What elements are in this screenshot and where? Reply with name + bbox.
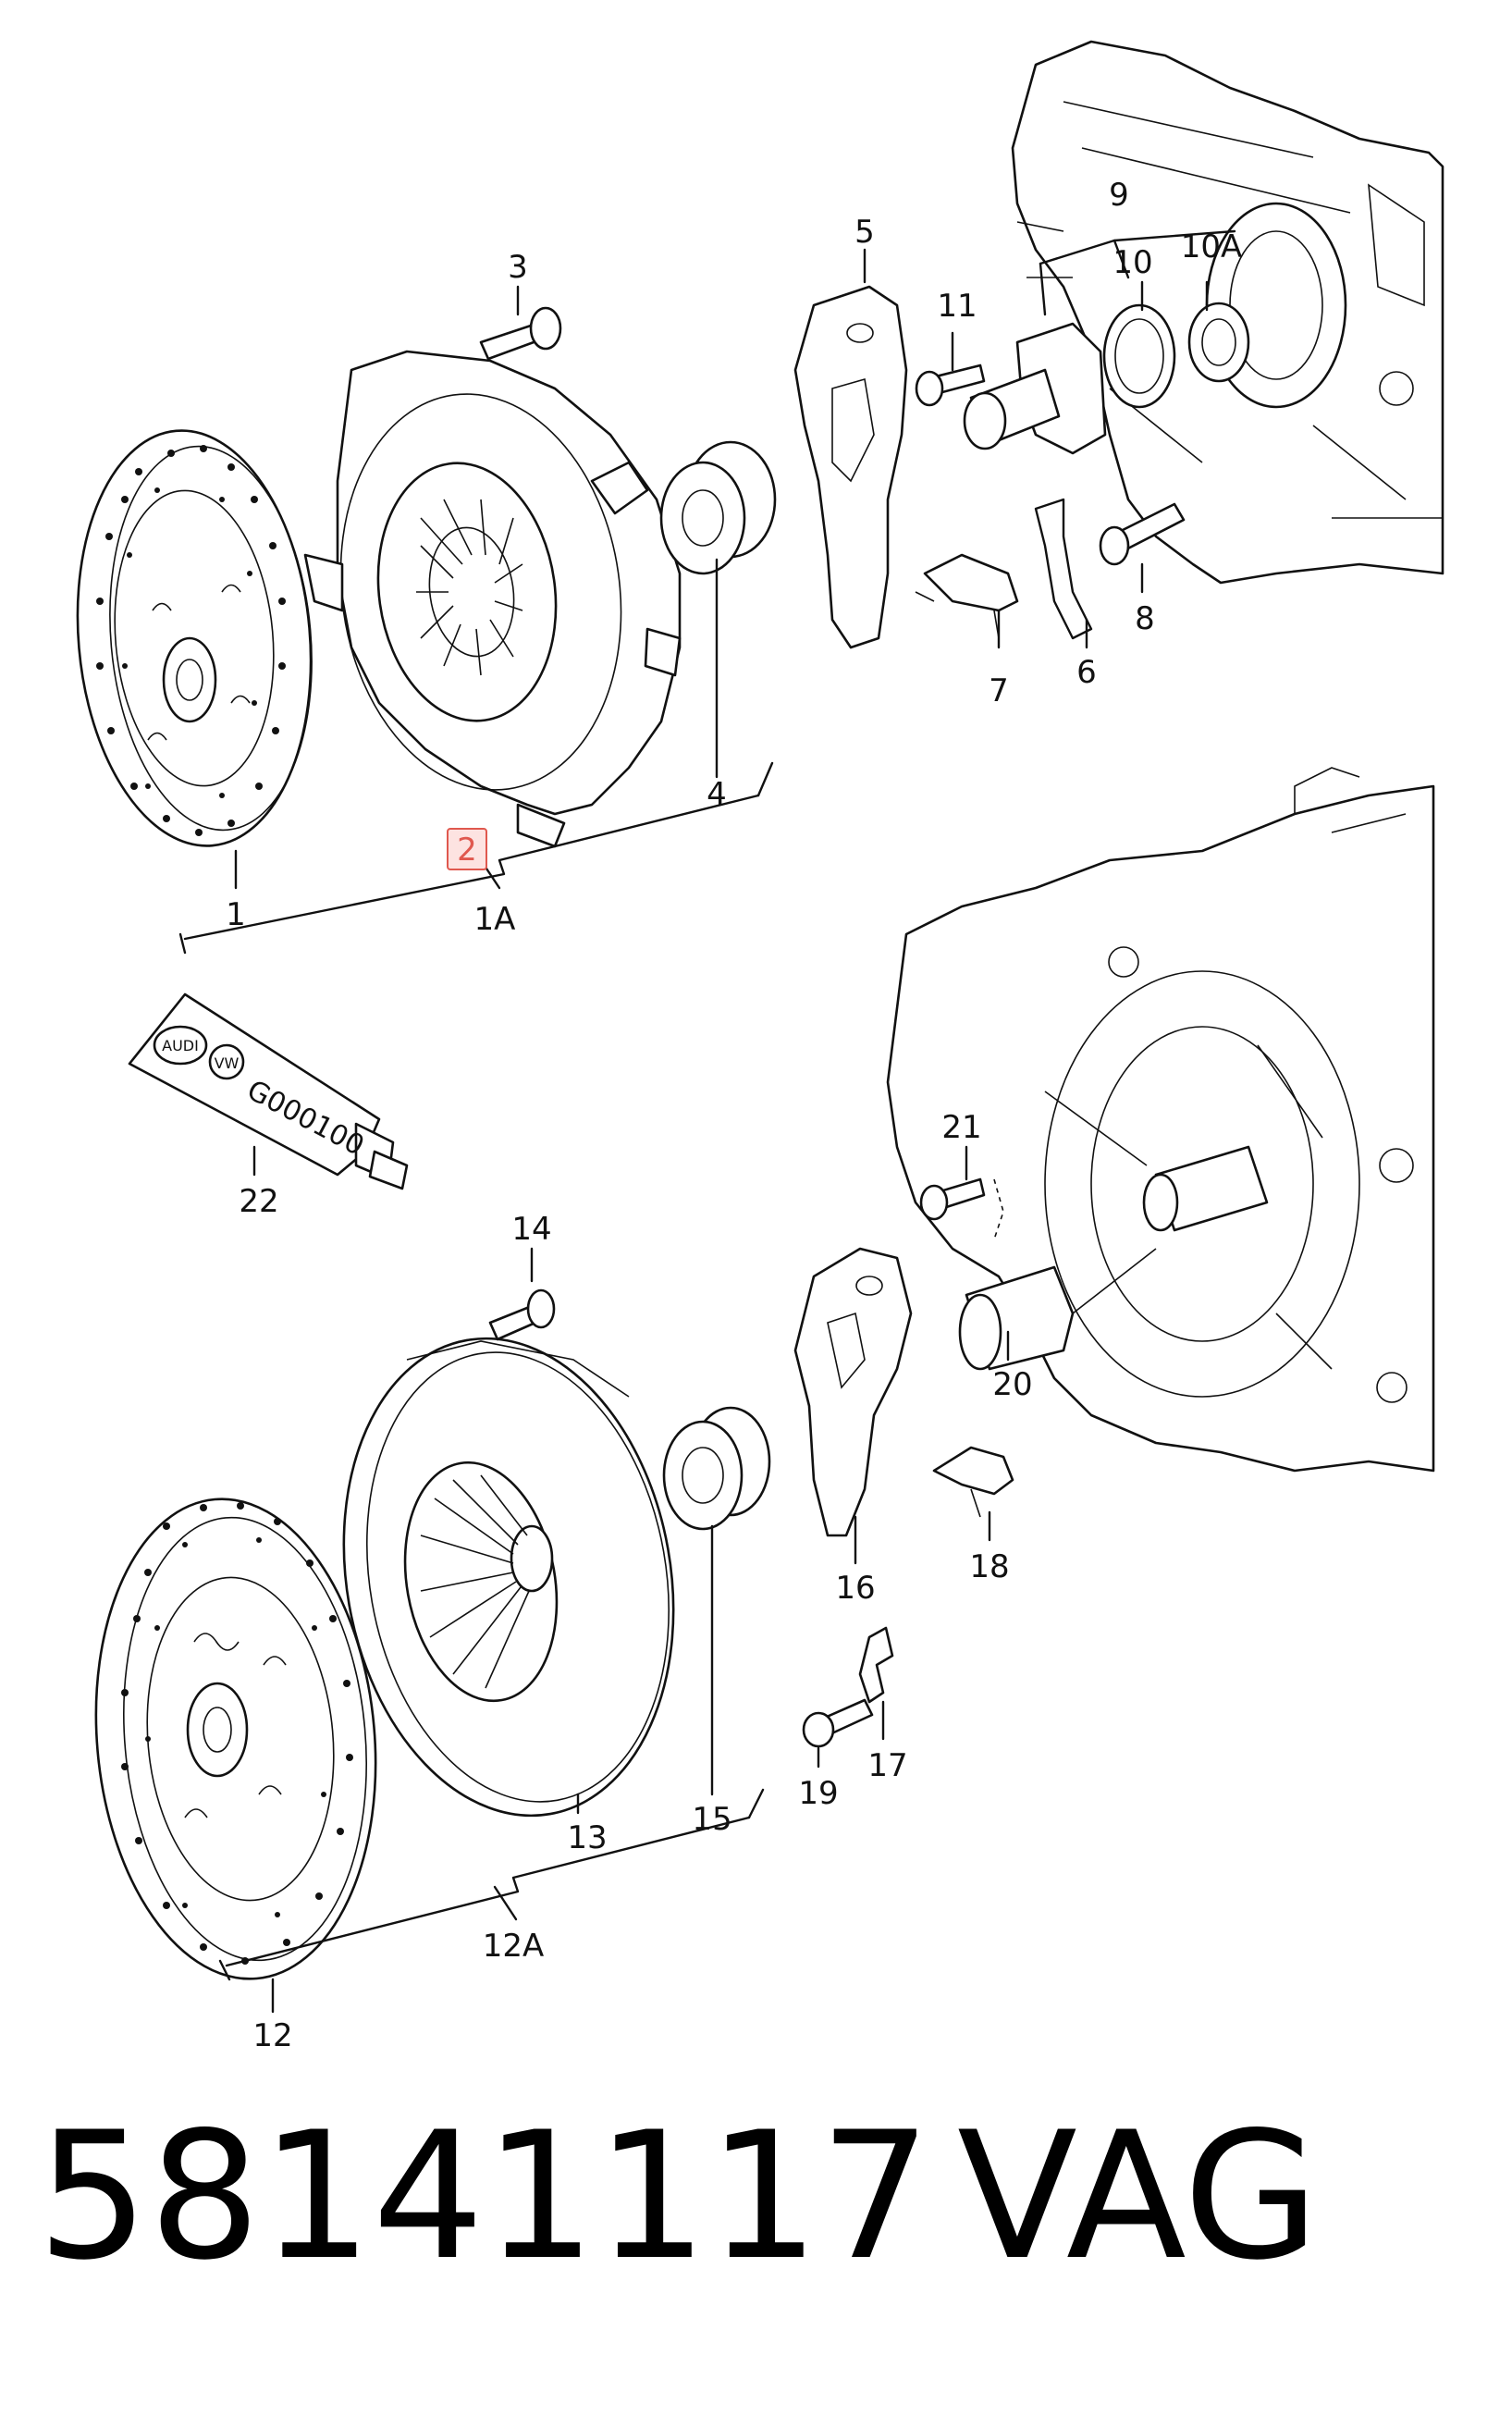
clip-7 [915,553,1019,639]
guide-sleeve-20 [958,1265,1075,1371]
release-bearing-15 [662,1406,771,1531]
label-18: 18 [969,1548,1009,1585]
bolt-8 [1099,502,1186,566]
tube-logo-right: VW [215,1054,240,1072]
bolt-11 [915,364,986,407]
tube-logo-left: AUDI [162,1037,199,1054]
label-1: 1 [226,896,246,933]
clutch-disc-1-rivets [96,445,286,836]
label-22: 22 [239,1183,278,1220]
clutch-disc-12 [94,1498,377,1980]
label-1a: 1A [474,901,516,938]
label-9: 9 [1109,177,1129,214]
leader-lines-lower [218,1145,1010,2014]
label-17: 17 [867,1747,907,1784]
release-fork-16 [793,1247,913,1537]
label-7: 7 [989,672,1009,709]
audi-logo [153,1025,208,1066]
label-12: 12 [252,2017,292,2054]
part-labels-upper: 3 5 9 11 10 10A 8 7 6 4 1 1A 2 [226,177,1242,938]
label-8: 8 [1135,600,1155,637]
label-20: 20 [992,1366,1032,1403]
part-number: 58141117 [37,2094,931,2299]
bracket-17 [858,1626,894,1704]
part-labels-lower: 14 21 20 16 18 17 19 15 13 12 12A [252,1109,1032,2054]
bolt-21 [919,1177,986,1221]
label-3: 3 [508,249,528,286]
bolt-21-dashed [993,1178,1004,1240]
gasket-10 [1102,303,1176,409]
release-bearing-4 [659,440,777,575]
label-5: 5 [854,214,875,251]
label-11: 11 [937,288,977,325]
footer: 58141117 VAG [37,2094,1320,2299]
brand-name: VAG [957,2094,1320,2299]
label-21: 21 [941,1109,981,1146]
label-2-highlight: 2 [447,828,487,870]
grease-tube-22: AUDI VW G000100 [128,992,409,1190]
label-6: 6 [1076,654,1097,691]
label-19: 19 [798,1775,838,1812]
pressure-plate-2 [303,350,682,848]
label-12a: 12A [483,1928,545,1965]
label-10: 10 [1112,244,1152,281]
pressure-plate-13 [342,1337,675,1818]
label-4: 4 [707,776,727,813]
label-16: 16 [835,1570,875,1607]
guide-sleeve-9 [963,322,1107,455]
label-15: 15 [692,1801,731,1838]
vw-logo [208,1043,245,1080]
label-10a: 10A [1181,228,1243,265]
clutch-disc-1 [76,429,313,847]
bolt-3 [479,306,562,361]
release-fork-5 [793,285,908,649]
spring-6 [1034,498,1093,640]
bolt-19 [802,1698,874,1748]
seal-10a [1187,302,1250,383]
clutch-disc-12-rivets [121,1502,353,1965]
label-14: 14 [511,1211,551,1248]
bolt-14 [488,1288,556,1341]
label-2: 2 [457,832,477,869]
leader-lines-upper [178,229,1236,955]
clip-18 [932,1446,1014,1518]
label-13: 13 [567,1819,607,1856]
